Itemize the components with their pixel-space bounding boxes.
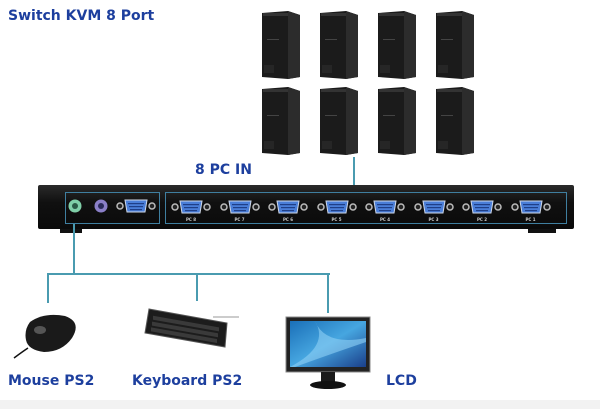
computer-tower-icon xyxy=(434,85,476,155)
pc-port-label: PC 5 xyxy=(331,217,342,222)
lcd-label: LCD xyxy=(386,373,417,389)
pc-port-label: PC 8 xyxy=(185,217,197,222)
computer-tower-icon xyxy=(260,9,302,79)
pc-port-label: PC 1 xyxy=(525,217,536,222)
diagram-title: Switch KVM 8 Port xyxy=(8,8,155,24)
lcd-connector-drop xyxy=(327,273,329,313)
console-connector-trunk xyxy=(73,224,75,275)
computer-tower-icon xyxy=(434,9,476,79)
computer-tower-icon xyxy=(318,85,360,155)
pc-port-label: PC 3 xyxy=(428,217,439,222)
pc-in-label: 8 PC IN xyxy=(195,162,252,178)
lcd-monitor-icon xyxy=(285,316,371,389)
kvm-foot-right xyxy=(528,228,556,233)
pc-port-panel xyxy=(165,192,567,224)
keyboard-icon xyxy=(144,308,239,348)
computer-tower-icon xyxy=(318,9,360,79)
keyboard-label: Keyboard PS2 xyxy=(132,373,243,389)
keyboard-connector-drop xyxy=(196,273,198,301)
bottom-strip xyxy=(0,400,600,409)
pc-port-label: PC 7 xyxy=(234,217,245,222)
pc-in-connector-line xyxy=(353,157,355,193)
computer-tower-icon xyxy=(376,9,418,79)
pc-port-label: PC 4 xyxy=(379,217,391,222)
computer-tower-icon xyxy=(376,85,418,155)
computer-tower-icon xyxy=(260,85,302,155)
mouse-label: Mouse PS2 xyxy=(8,373,95,389)
console-connector-bus xyxy=(47,273,330,275)
mouse-icon xyxy=(13,314,76,359)
pc-port-label: PC 2 xyxy=(476,217,488,222)
kvm-foot-left xyxy=(60,228,82,233)
mouse-connector-drop xyxy=(47,273,49,303)
console-port-panel xyxy=(65,192,160,224)
pc-port-label: PC 6 xyxy=(282,217,294,222)
